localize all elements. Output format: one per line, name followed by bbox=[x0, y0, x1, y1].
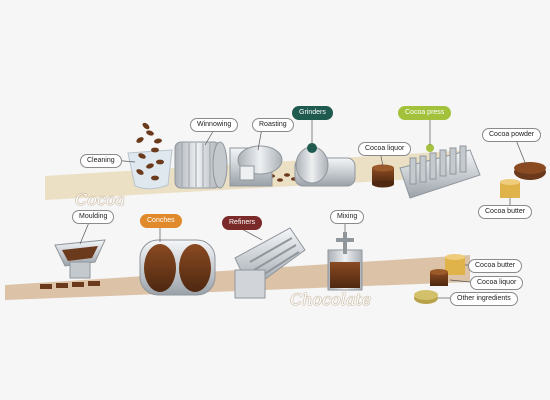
winnowing-drum-illustration bbox=[174, 141, 228, 189]
label-conches: Conches bbox=[140, 214, 182, 228]
label-cocoa-butter-bottom: Cocoa butter bbox=[468, 259, 523, 273]
conches-illustration bbox=[139, 239, 216, 296]
label-grinders: Grinders bbox=[292, 106, 333, 120]
label-cocoa-powder: Cocoa powder bbox=[482, 128, 542, 142]
moulding-illustration bbox=[40, 239, 106, 289]
label-cocoa-press: Cocoa press bbox=[398, 106, 452, 120]
grinders-illustration bbox=[294, 143, 356, 187]
label-other-ingredients: Other ingredients bbox=[450, 292, 518, 306]
cocoa-section-title: Cocoa bbox=[75, 190, 126, 209]
label-cocoa-liquor-bottom: Cocoa liquor bbox=[470, 276, 524, 290]
label-cocoa-butter-top: Cocoa butter bbox=[478, 205, 533, 219]
label-cocoa-liquor-top: Cocoa liquor bbox=[358, 142, 412, 156]
roasting-machine-illustration bbox=[229, 145, 283, 187]
label-winnowing: Winnowing bbox=[190, 118, 239, 132]
cocoa-powder-bowl bbox=[514, 162, 546, 180]
other-ingredients-bowl bbox=[414, 290, 438, 304]
cocoa-liquor-pot-top bbox=[372, 164, 394, 188]
label-mixing: Mixing bbox=[330, 210, 365, 224]
cleaning-bowl-illustration bbox=[127, 122, 173, 190]
chocolate-section-title: Chocolate bbox=[290, 290, 372, 309]
cocoa-press-illustration bbox=[399, 144, 481, 199]
mixing-illustration bbox=[327, 232, 363, 291]
label-refiners: Refiners bbox=[222, 216, 263, 230]
refiners-illustration bbox=[234, 227, 306, 299]
label-moulding: Moulding bbox=[72, 210, 115, 224]
cocoa-butter-pot-bottom bbox=[445, 254, 465, 275]
label-cleaning: Cleaning bbox=[80, 154, 122, 168]
cocoa-butter-block-top bbox=[500, 179, 520, 198]
label-roasting: Roasting bbox=[252, 118, 294, 132]
cocoa-liquor-pot-bottom bbox=[430, 269, 448, 286]
